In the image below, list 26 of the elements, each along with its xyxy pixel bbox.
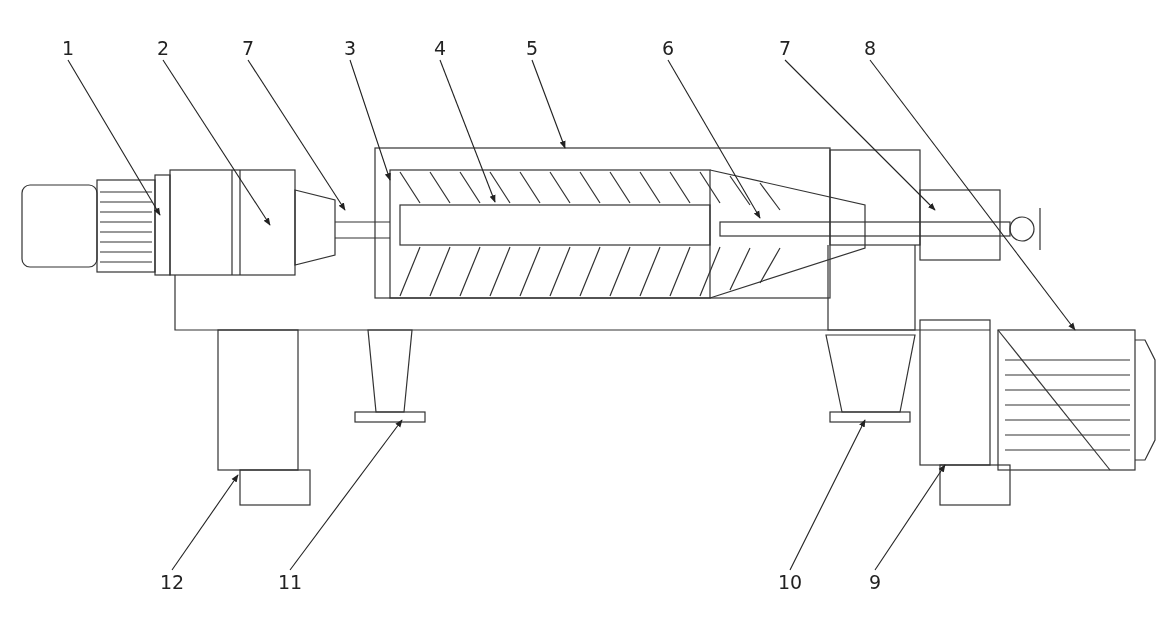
leader-line bbox=[667, 59, 761, 219]
callout-number: 9 bbox=[866, 572, 884, 592]
callout-number: 1 bbox=[59, 38, 77, 58]
leader-line bbox=[874, 464, 946, 571]
callout-number: 2 bbox=[154, 38, 172, 58]
leader-line bbox=[349, 59, 391, 181]
callout-number: 3 bbox=[341, 38, 359, 58]
leader-line bbox=[789, 419, 866, 571]
leader-line bbox=[531, 59, 566, 149]
leader-line bbox=[171, 474, 239, 571]
leader-line bbox=[67, 59, 161, 216]
leader-line bbox=[162, 59, 271, 226]
leader-line bbox=[247, 59, 346, 211]
callout-number: 10 bbox=[775, 572, 805, 592]
callout-number: 8 bbox=[861, 38, 879, 58]
callout-number: 7 bbox=[239, 38, 257, 58]
leader-line bbox=[289, 419, 403, 571]
leader-line bbox=[784, 59, 936, 211]
callout-number: 4 bbox=[431, 38, 449, 58]
leader-line bbox=[439, 59, 496, 203]
leader-line bbox=[869, 59, 1076, 331]
callout-number: 7 bbox=[776, 38, 794, 58]
callout-number: 5 bbox=[523, 38, 541, 58]
callout-number: 12 bbox=[157, 572, 187, 592]
callout-number: 6 bbox=[659, 38, 677, 58]
callout-number: 11 bbox=[275, 572, 305, 592]
